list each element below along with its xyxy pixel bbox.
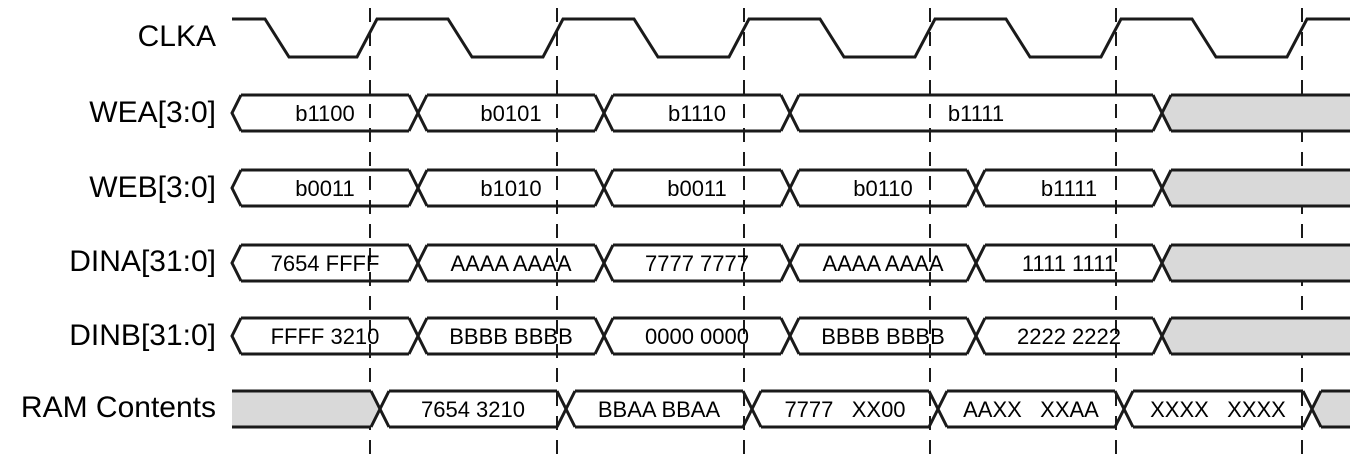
bus-transition xyxy=(1160,244,1173,282)
bus-waveform-ram-contents: 7654 3210 BBAA BBAA 7777 XX00 AAXX XXAA XXXX… xyxy=(232,389,1350,429)
bus-segment-undefined xyxy=(1162,318,1350,354)
bus-value-label: 7654 3210 xyxy=(421,397,525,422)
signal-label-wea: WEA[3:0] xyxy=(89,96,216,129)
bus-transition xyxy=(416,169,429,207)
signal-row-web: WEB[3:0] b0011 b1010 b0011 b0110 b1111 xyxy=(89,168,1350,208)
bus-waveform-web: b0011 b1010 b0011 b0110 b1111 xyxy=(230,168,1350,208)
clock-edge-guides xyxy=(369,8,1303,456)
bus-value-label: BBBB BBBB xyxy=(449,324,573,349)
clock-signal: CLKA xyxy=(138,17,1350,59)
bus-value-label: b1100 xyxy=(295,101,355,126)
bus-transition xyxy=(788,169,801,207)
bus-transition xyxy=(602,94,615,132)
signal-label-dinb: DINB[31:0] xyxy=(69,319,216,352)
bus-segment-undefined xyxy=(232,391,380,427)
bus-transition xyxy=(230,94,243,132)
bus-waveform-dina: 7654 FFFF AAAA AAAA 7777 7777 AAAA AAAA 1111… xyxy=(230,243,1350,283)
bus-transition xyxy=(1310,390,1323,428)
bus-segment-undefined xyxy=(1162,95,1350,131)
bus-waveform-wea: b1100 b0101 b1110 b1111 xyxy=(230,93,1350,133)
bus-segment-undefined xyxy=(1162,170,1350,206)
bus-transition xyxy=(378,390,391,428)
bus-transition xyxy=(1160,317,1173,355)
bus-value-label: 0000 0000 xyxy=(645,324,749,349)
bus-transition xyxy=(974,317,987,355)
signal-label-ram-contents: RAM Contents xyxy=(21,391,216,424)
bus-value-label: BBBB BBBB xyxy=(821,324,945,349)
signal-row-ram-contents: RAM Contents 7654 3210 BBAA BBAA 7777 XX00… xyxy=(21,389,1350,429)
bus-transition xyxy=(1160,169,1173,207)
bus-value-label: b1010 xyxy=(480,176,541,201)
bus-transition xyxy=(936,390,949,428)
signal-label-clka: CLKA xyxy=(138,20,216,53)
bus-value-label: AAAA AAAA xyxy=(450,251,571,276)
bus-transition xyxy=(416,317,429,355)
signal-row-dina: DINA[31:0] 7654 FFFF AAAA AAAA 7777 7777 AA… xyxy=(69,243,1350,283)
bus-transition xyxy=(230,244,243,282)
bus-transition xyxy=(602,169,615,207)
bus-value-label: 7777 7777 xyxy=(645,251,749,276)
bus-value-label: FFFF 3210 xyxy=(271,324,380,349)
bus-value-label: b0101 xyxy=(480,101,541,126)
bus-value-label: BBAA BBAA xyxy=(598,397,721,422)
bus-value-label: AAXX XXAA xyxy=(963,397,1099,422)
bus-value-label: b0011 xyxy=(295,176,355,201)
bus-transition xyxy=(1160,94,1173,132)
bus-value-label: 1111 1111 xyxy=(1022,251,1116,276)
bus-value-label: b0110 xyxy=(853,176,913,201)
bus-transition xyxy=(974,244,987,282)
bus-value-label: b1111 xyxy=(948,101,1004,126)
bus-value-label: AAAA AAAA xyxy=(822,251,943,276)
signal-label-dina: DINA[31:0] xyxy=(69,245,216,278)
bus-transition xyxy=(564,390,577,428)
bus-value-label: b1110 xyxy=(668,101,726,126)
bus-segment-undefined xyxy=(1162,245,1350,281)
bus-transition xyxy=(750,390,763,428)
bus-segment-undefined xyxy=(1312,391,1350,427)
bus-transition xyxy=(788,317,801,355)
signal-row-wea: WEA[3:0] b1100 b0101 b1110 b1111 xyxy=(89,93,1350,133)
bus-value-label: XXXX XXXX xyxy=(1150,397,1286,422)
bus-waveform-dinb: FFFF 3210 BBBB BBBB 0000 0000 BBBB BBBB 2222… xyxy=(230,316,1350,356)
signal-label-web: WEB[3:0] xyxy=(89,171,216,204)
bus-transition xyxy=(416,244,429,282)
clock-waveform xyxy=(232,17,1350,59)
bus-transition xyxy=(230,317,243,355)
bus-transition xyxy=(602,244,615,282)
bus-value-label: b0011 xyxy=(667,176,727,201)
bus-transition xyxy=(1122,390,1135,428)
bus-transition xyxy=(974,169,987,207)
signal-row-dinb: DINB[31:0] FFFF 3210 BBBB BBBB 0000 0000 BB… xyxy=(69,316,1350,356)
bus-transition xyxy=(602,317,615,355)
bus-transition xyxy=(788,244,801,282)
bus-value-label: 2222 2222 xyxy=(1017,324,1121,349)
bus-transition xyxy=(230,169,243,207)
bus-value-label: 7654 FFFF xyxy=(271,251,380,276)
bus-value-label: b1111 xyxy=(1041,176,1097,201)
bus-transition xyxy=(788,94,801,132)
bus-value-label: 7777 XX00 xyxy=(784,397,905,422)
bus-transition xyxy=(416,94,429,132)
